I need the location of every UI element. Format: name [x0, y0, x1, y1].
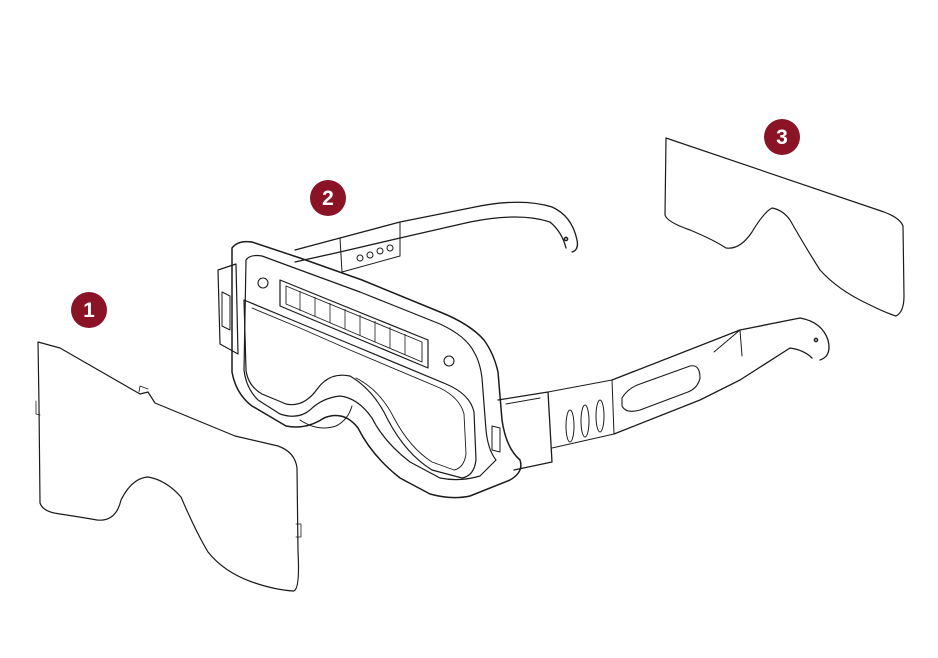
- callout-number: 2: [322, 186, 334, 210]
- callout-number: 3: [776, 125, 788, 149]
- callout-badge-3: 3: [764, 119, 800, 155]
- callout-badge-1: 1: [71, 292, 107, 328]
- callout-badge-2: 2: [310, 180, 346, 216]
- welding-goggle: [217, 201, 830, 499]
- callout-number: 1: [83, 298, 95, 322]
- outer-protective-lens: [35, 341, 302, 592]
- inner-protective-lens: [664, 137, 905, 317]
